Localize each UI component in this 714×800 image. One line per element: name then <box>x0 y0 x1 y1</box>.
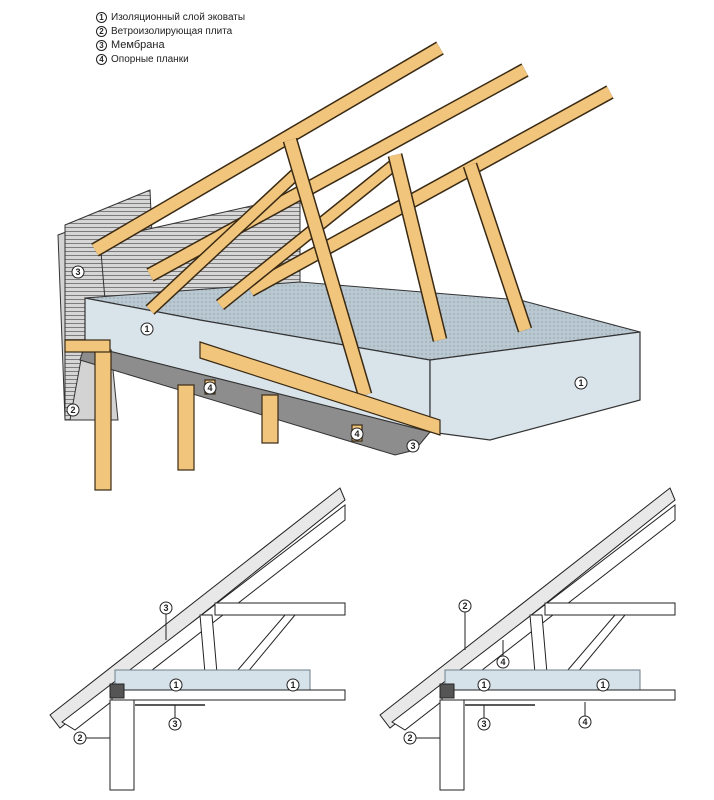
svg-text:3: 3 <box>410 441 415 451</box>
svg-text:3: 3 <box>481 719 486 729</box>
callout: 1 <box>140 322 154 336</box>
legend-text: Ветроизолирующая плита <box>111 25 233 37</box>
svg-text:3: 3 <box>75 267 80 277</box>
legend-text: Мембрана <box>111 39 165 51</box>
section-left <box>49 487 346 791</box>
callout: 2 <box>73 731 87 745</box>
svg-text:1: 1 <box>481 680 486 690</box>
rafters <box>91 41 614 398</box>
callout: 4 <box>203 381 217 395</box>
legend-number: 4 <box>96 53 107 65</box>
callout: 1 <box>169 678 183 692</box>
legend-item-4: 4 Опорные планки <box>96 52 245 66</box>
legend-text: Изоляционный слой эковаты <box>111 11 246 23</box>
legend-number: 1 <box>96 11 107 23</box>
section-right <box>379 487 676 791</box>
svg-text:4: 4 <box>582 717 587 727</box>
ceiling-joist <box>111 689 346 701</box>
top-callouts: 1 1 2 3 3 4 4 <box>66 265 588 453</box>
legend-number: 3 <box>96 39 107 51</box>
svg-text:1: 1 <box>578 378 583 388</box>
svg-text:2: 2 <box>462 601 467 611</box>
legend-item-2: 2 Ветроизолирующая плита <box>96 24 245 38</box>
callout: 3 <box>406 439 420 453</box>
callout: 3 <box>168 717 182 731</box>
svg-text:1: 1 <box>290 680 295 690</box>
legend-item-1: 1 Изоляционный слой эковаты <box>96 10 245 24</box>
callout: 3 <box>71 265 85 279</box>
top-plate <box>109 683 125 699</box>
svg-text:2: 2 <box>70 405 75 415</box>
svg-text:2: 2 <box>407 733 412 743</box>
callout: 1 <box>286 678 300 692</box>
legend-number: 2 <box>96 25 107 37</box>
callout: 4 <box>578 715 592 729</box>
callout: 1 <box>477 678 491 692</box>
callout: 2 <box>403 731 417 745</box>
legend-item-3: 3 Мембрана <box>96 38 245 52</box>
roof-slope <box>49 487 346 729</box>
svg-text:1: 1 <box>600 680 605 690</box>
collar-tie <box>214 602 346 616</box>
svg-text:1: 1 <box>173 680 178 690</box>
callout: 1 <box>596 678 610 692</box>
svg-text:3: 3 <box>163 603 168 613</box>
wall-post <box>109 699 135 791</box>
legend: 1 Изоляционный слой эковаты 2 Ветроизолиру… <box>96 10 245 66</box>
callout: 2 <box>458 599 472 613</box>
membrane-sheet <box>79 344 431 456</box>
svg-text:2: 2 <box>77 733 82 743</box>
callout: 4 <box>496 655 510 669</box>
callout: 1 <box>574 376 588 390</box>
callout: 4 <box>350 427 364 441</box>
svg-text:3: 3 <box>172 719 177 729</box>
right-callouts: 2 4 1 1 3 4 2 <box>403 599 610 745</box>
svg-text:4: 4 <box>354 429 359 439</box>
left-callouts: 3 1 1 3 2 <box>73 601 300 745</box>
isometric-view: 1 1 2 3 3 4 4 <box>57 41 641 491</box>
callout: 3 <box>477 717 491 731</box>
svg-text:4: 4 <box>207 383 212 393</box>
callout: 2 <box>66 403 80 417</box>
legend-text: Опорные планки <box>111 53 189 65</box>
posts-and-joists <box>64 339 441 491</box>
svg-text:1: 1 <box>144 324 149 334</box>
callout: 3 <box>159 601 173 615</box>
svg-text:4: 4 <box>500 657 505 667</box>
